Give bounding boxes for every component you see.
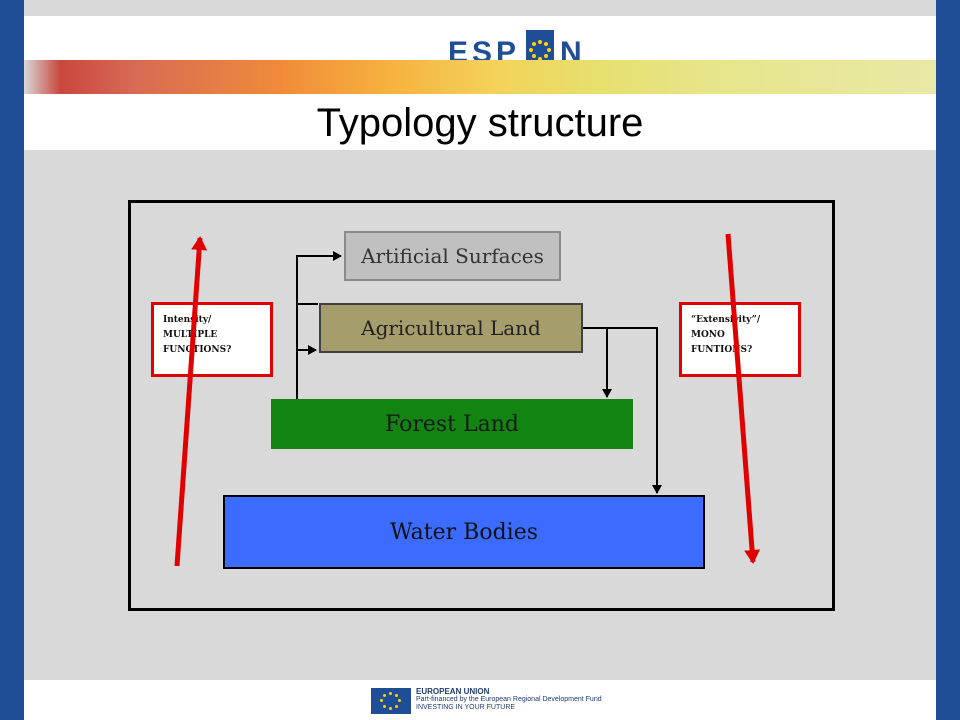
title-band: Typology structure <box>24 94 936 150</box>
forest-to-artificial-connector <box>296 251 342 399</box>
extensivity-down-arrow <box>725 233 761 564</box>
slide-title: Typology structure <box>316 101 644 145</box>
artificial-surfaces-box: Artificial Surfaces <box>344 231 561 281</box>
right-border-bar <box>936 0 960 720</box>
intensity-note-line: Intensity/ <box>163 315 212 325</box>
agri-to-water-connector <box>607 327 662 494</box>
eu-line-3: INVESTING IN YOUR FUTURE <box>416 704 516 711</box>
eu-flag-icon <box>371 688 411 714</box>
intensity-note-line: FUNCTIONS? <box>163 345 232 355</box>
footer-band: EUROPEAN UNION Part-financed by the Euro… <box>24 680 936 720</box>
map-banner <box>24 60 936 94</box>
intensity-up-arrow <box>174 236 208 567</box>
top-strip <box>24 0 936 16</box>
extensivity-note-line: “Extensivity”/ <box>691 315 761 325</box>
eu-line-1: EUROPEAN UNION <box>416 687 490 696</box>
water-bodies-box: Water Bodies <box>223 495 705 569</box>
extensivity-note-line: FUNTIONS? <box>691 345 753 355</box>
agri-to-forest-connector <box>583 327 612 398</box>
intensity-note-line: MULTIPLE <box>163 330 218 340</box>
extensivity-note-line: MONO <box>691 330 725 340</box>
eu-funding-text: EUROPEAN UNION Part-financed by the Euro… <box>416 688 602 712</box>
agricultural-land-box: Agricultural Land <box>319 303 583 353</box>
left-border-bar <box>0 0 24 720</box>
extensivity-note: “Extensivity”/ MONO FUNTIONS? <box>679 302 801 377</box>
eu-line-2: Part-financed by the European Regional D… <box>416 696 602 703</box>
intensity-note: Intensity/ MULTIPLE FUNCTIONS? <box>151 302 273 377</box>
forest-land-box: Forest Land <box>271 399 633 449</box>
